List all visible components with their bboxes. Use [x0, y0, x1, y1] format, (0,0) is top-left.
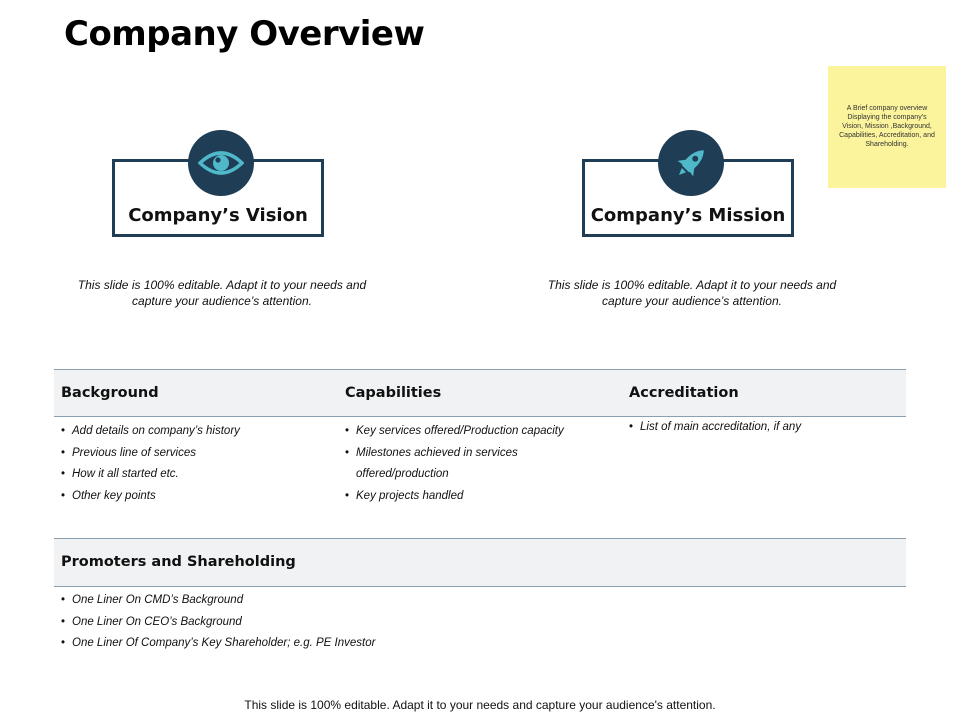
list-item: Key services offered/Production capacity [345, 421, 581, 443]
list-item: How it all started etc. [61, 464, 331, 486]
eye-icon [198, 151, 244, 175]
promoters-list: One Liner On CMD’s Background One Liner … [61, 590, 561, 655]
background-list: Add details on company’s history Previou… [61, 421, 331, 507]
list-item: Milestones achieved in services offered/… [345, 443, 581, 486]
capabilities-header: Capabilities [345, 385, 442, 401]
capabilities-list: Key services offered/Production capacity… [345, 421, 581, 507]
background-header: Background [61, 385, 159, 401]
footer-text: This slide is 100% editable. Adapt it to… [244, 698, 716, 712]
mission-icon-circle [658, 130, 724, 196]
list-item: Key projects handled [345, 486, 581, 508]
vision-caption: This slide is 100% editable. Adapt it to… [77, 278, 367, 308]
accreditation-list: List of main accreditation, if any [629, 417, 899, 439]
mission-caption: This slide is 100% editable. Adapt it to… [547, 278, 837, 308]
promoters-header-band [54, 538, 906, 587]
list-item: One Liner On CEO’s Background [61, 612, 561, 634]
sticky-note: A Brief company overview Displaying the … [828, 66, 946, 188]
rocket-icon [677, 150, 704, 177]
vision-frame: Company’s Vision [112, 159, 324, 237]
sections-header-band [54, 369, 906, 417]
list-item: List of main accreditation, if any [629, 417, 899, 439]
accreditation-header: Accreditation [629, 385, 739, 401]
list-item: Add details on company’s history [61, 421, 331, 443]
list-item: Other key points [61, 486, 331, 508]
vision-icon-circle [188, 130, 254, 196]
list-item: One Liner On CMD’s Background [61, 590, 561, 612]
page-title: Company Overview [64, 14, 425, 54]
promoters-header: Promoters and Shareholding [61, 554, 296, 570]
list-item: Previous line of services [61, 443, 331, 465]
mission-frame: Company’s Mission [582, 159, 794, 237]
list-item: One Liner Of Company’s Key Shareholder; … [61, 633, 561, 655]
mission-label: Company’s Mission [590, 205, 786, 226]
vision-label: Company’s Vision [128, 205, 308, 226]
